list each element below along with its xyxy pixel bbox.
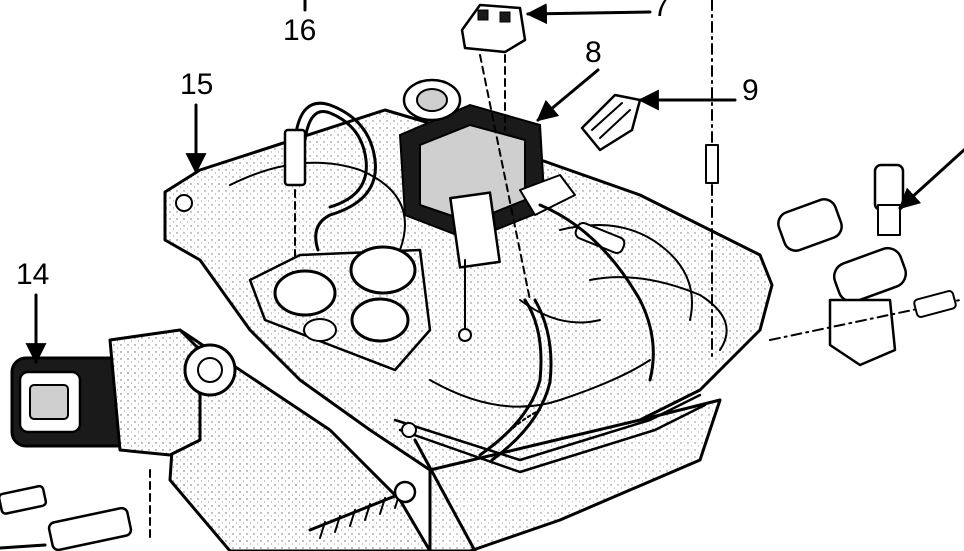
mounting-stud (705, 0, 719, 361)
bolts (0, 469, 417, 551)
coolant-fittings (769, 163, 961, 367)
connector-part-7 (460, 3, 531, 301)
throttle-bores (273, 245, 417, 343)
clip-part-9 (580, 93, 642, 152)
egr-valve-14 (10, 328, 237, 457)
wiring-harness (478, 203, 655, 462)
callout-7: 7 (653, 0, 670, 23)
callout-14: 14 (16, 258, 50, 291)
throttle-body-assembly (398, 78, 626, 342)
hose-and-sensor-16 (283, 101, 377, 261)
callout-9: 9 (742, 74, 759, 107)
manifold-body (163, 108, 774, 551)
callout-8: 8 (585, 36, 602, 69)
callout-15: 15 (180, 68, 214, 101)
callout-16: 16 (283, 14, 317, 47)
